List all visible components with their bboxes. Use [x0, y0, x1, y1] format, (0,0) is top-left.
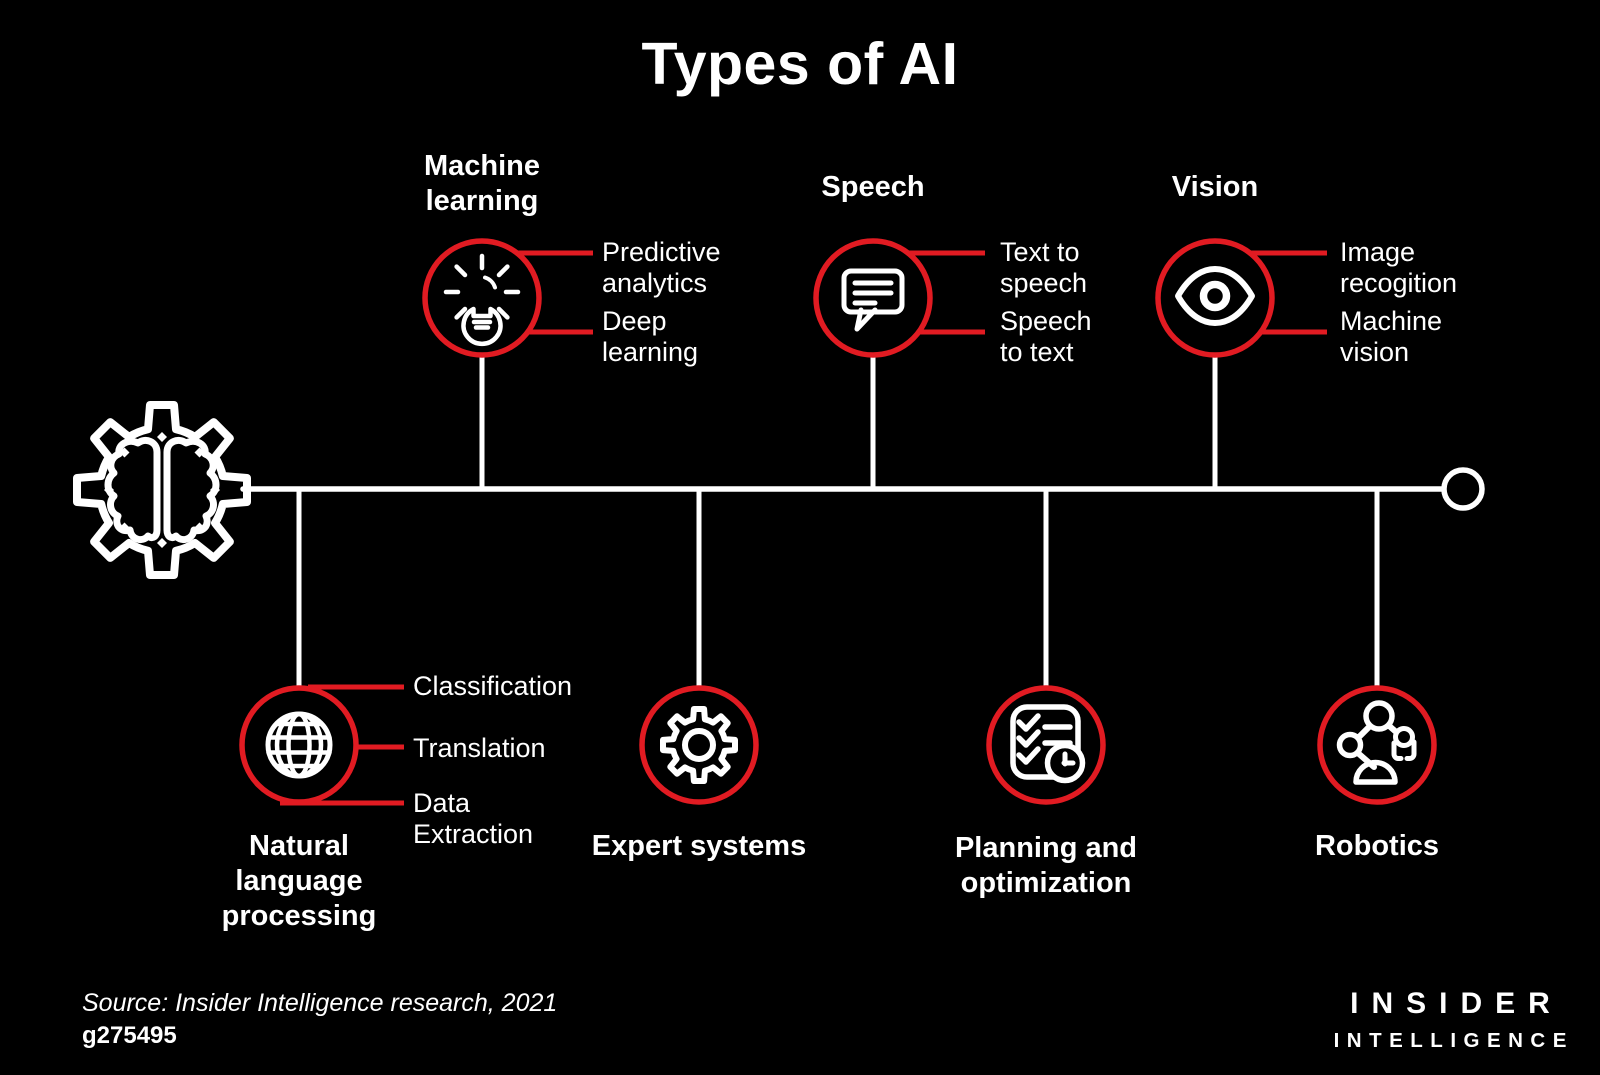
- speech-bubble-icon: [841, 268, 905, 332]
- branch-item-label: Classification: [413, 671, 573, 701]
- timeline-lines: [240, 343, 1448, 702]
- timeline-end-node-icon: [1441, 467, 1485, 511]
- machine-learning-circle: [422, 238, 542, 358]
- gear-icon: [660, 706, 738, 784]
- checklist-clock-icon: [1010, 704, 1086, 784]
- lightbulb-rays: [443, 253, 521, 320]
- speech-circle: [813, 238, 933, 358]
- heading-robotics: Robotics: [1314, 830, 1440, 862]
- branch-item-label: Image recogition: [1340, 237, 1458, 298]
- branch-item-label: Predictive analytics: [602, 237, 721, 298]
- insider-intelligence-logo: INSIDER INTELLIGENCE: [1326, 987, 1574, 1053]
- nlp-circle: [239, 685, 359, 805]
- vision-circle: [1155, 238, 1275, 358]
- globe-icon: [265, 711, 333, 779]
- expert-systems-circle: [639, 685, 759, 805]
- heading-nlp: Natural language processing: [221, 830, 377, 932]
- logo-line2: INTELLIGENCE: [1333, 1029, 1574, 1052]
- robotics-circle: [1317, 685, 1437, 805]
- brain-hemisphere: [104, 436, 161, 544]
- node-circles: [239, 238, 1437, 805]
- eye-icon: [1175, 266, 1255, 326]
- graphic-id: g275495: [82, 1022, 177, 1049]
- branch-item-label: Deep learning: [602, 306, 699, 367]
- branch-item-label: Translation: [413, 733, 546, 763]
- branch-item-label: Machine vision: [1340, 306, 1443, 367]
- lightbulb-icon: [443, 253, 521, 347]
- branch-item-label: Speech to text: [1000, 306, 1092, 367]
- source-note: Source: Insider Intelligence research, 2…: [82, 989, 558, 1017]
- heading-machine-learning: Machine learning: [423, 150, 541, 217]
- logo-line1: INSIDER: [1350, 987, 1563, 1020]
- branch-item-label: Text to speech: [1000, 237, 1088, 298]
- robot-arm-icon: [1336, 700, 1417, 785]
- page-title: Types of AI: [641, 31, 959, 97]
- gear-brain-icon: [73, 401, 251, 579]
- branch-item-label: Data Extraction: [413, 788, 534, 849]
- heading-expert-systems: Expert systems: [591, 830, 807, 862]
- heading-planning: Planning and optimization: [954, 832, 1138, 899]
- heading-speech: Speech: [821, 171, 925, 203]
- heading-vision: Vision: [1171, 171, 1259, 203]
